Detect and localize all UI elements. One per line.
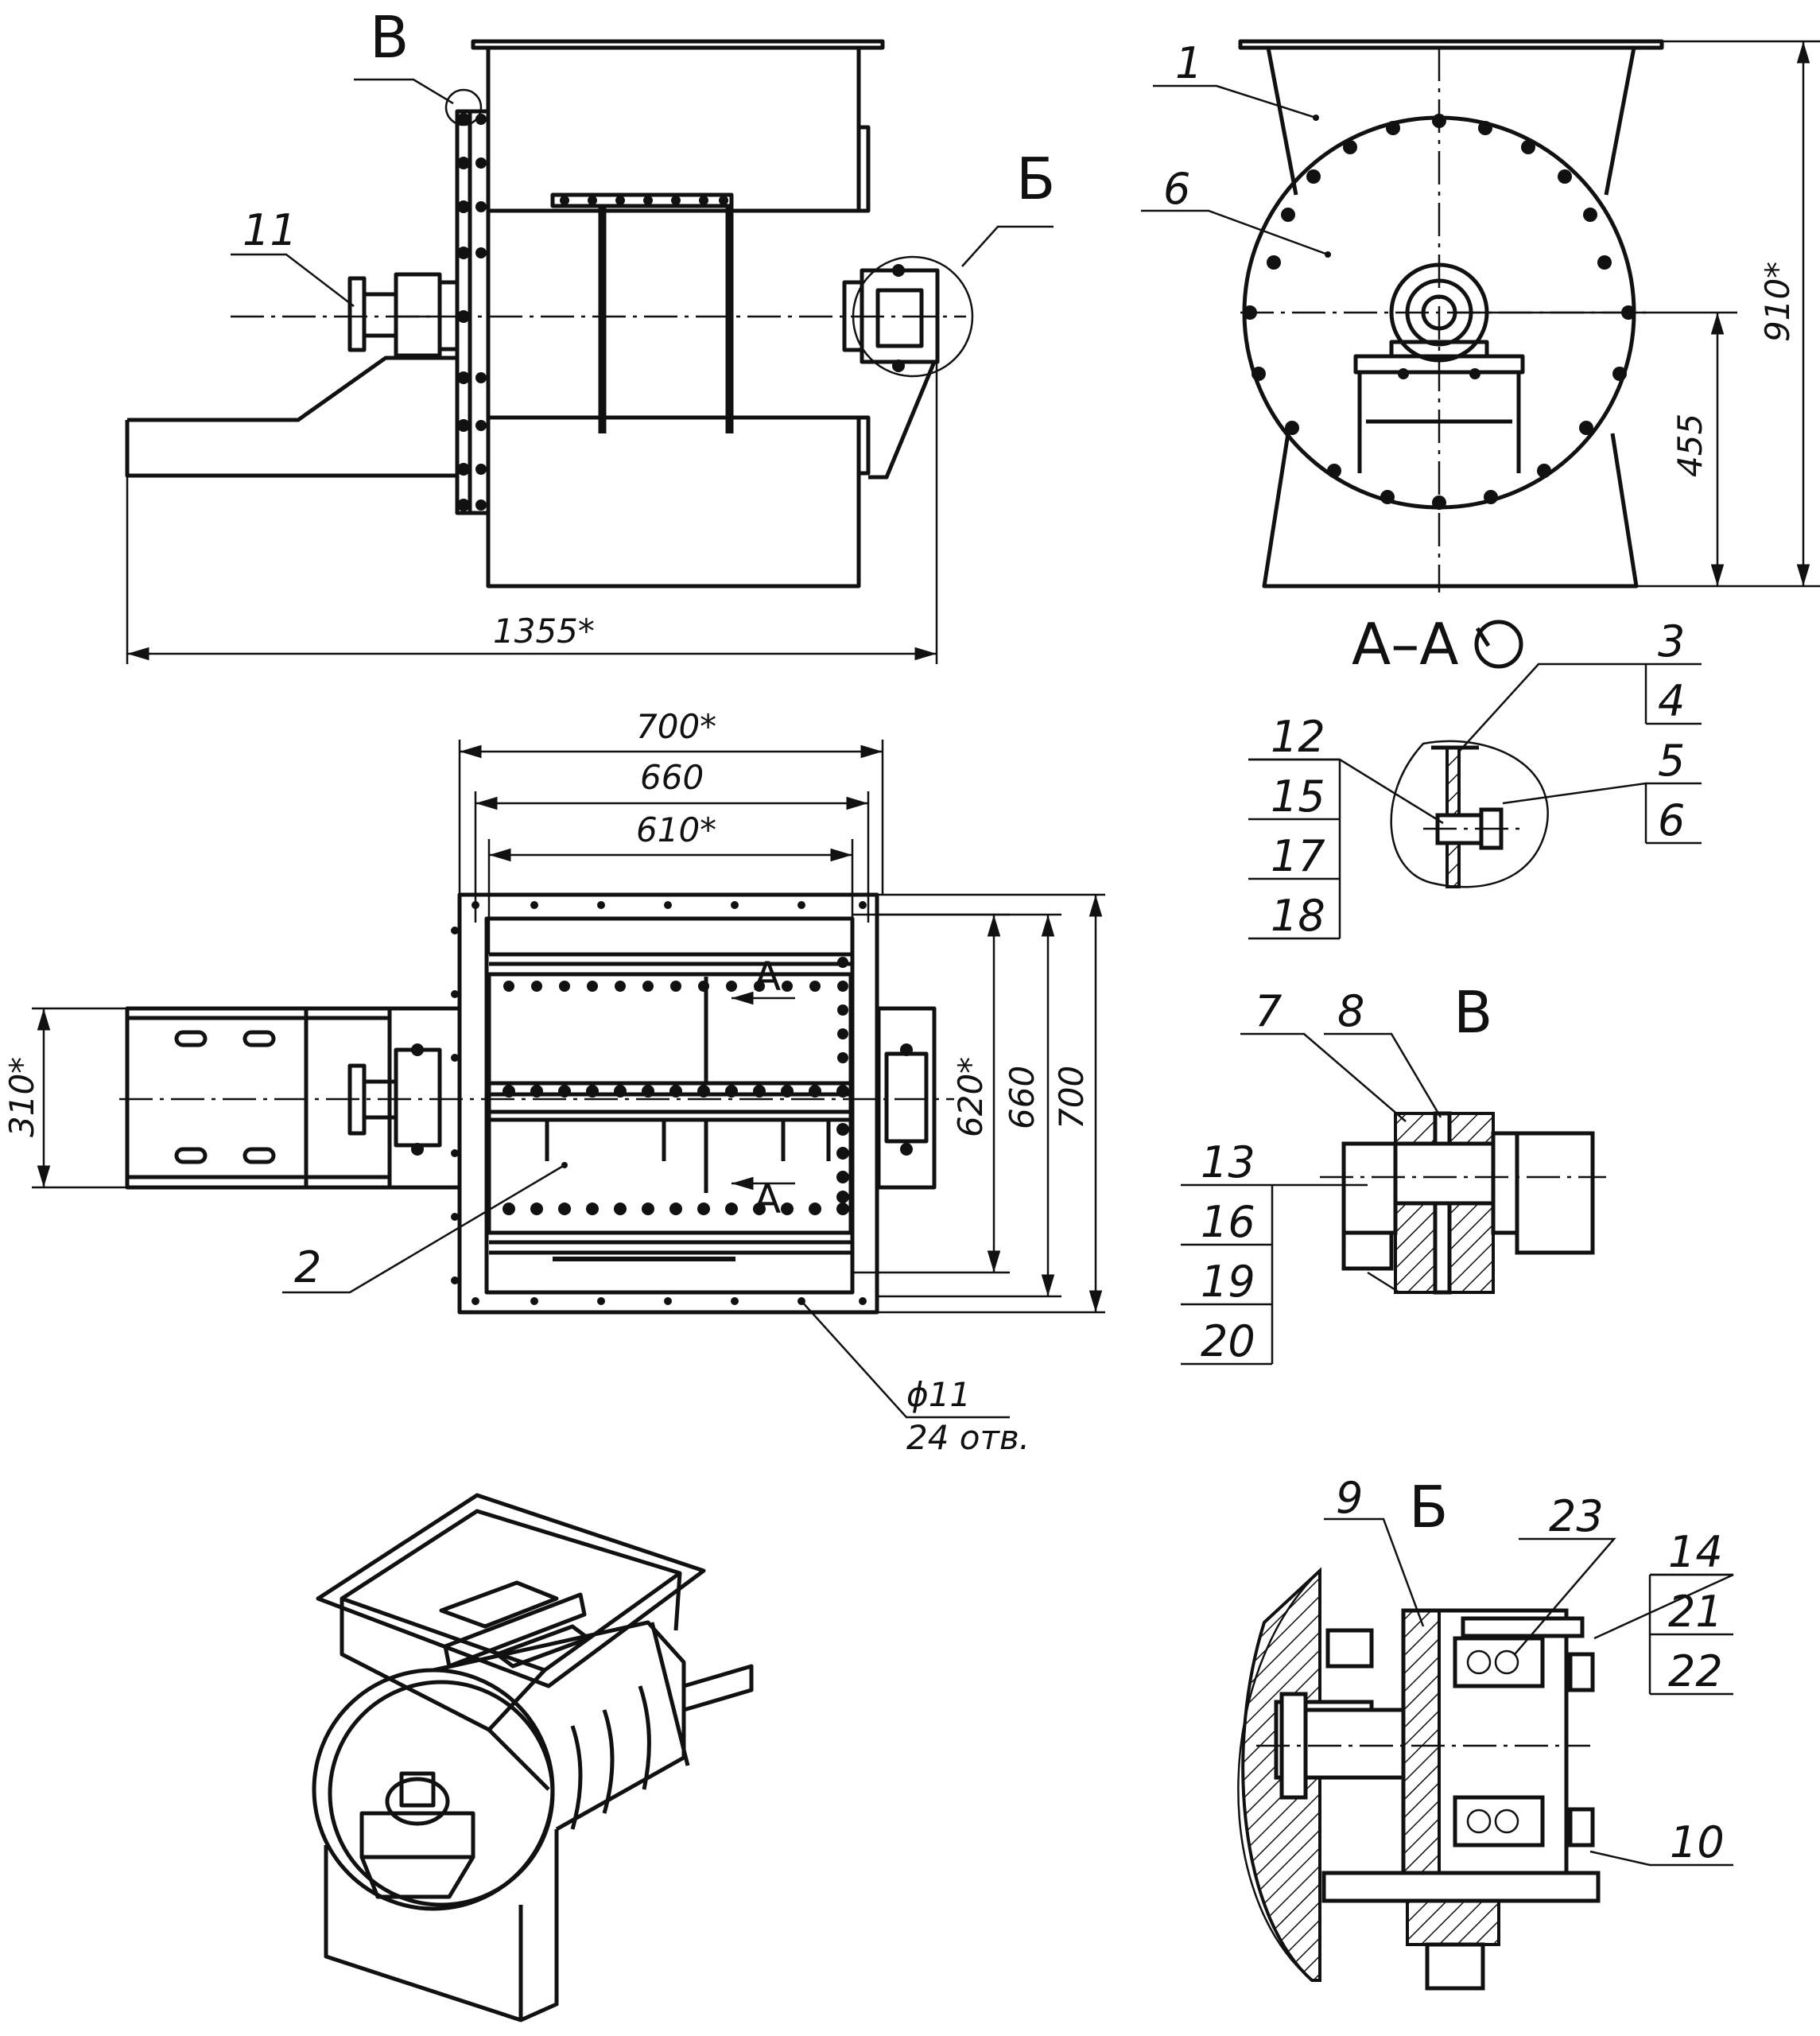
part-16-label: 16 [1201, 1197, 1255, 1247]
callout-bh-label: Б [1016, 146, 1055, 212]
hole-count-label: 24 отв. [906, 1418, 1030, 1457]
dim-width-610: 610* [636, 810, 716, 849]
part-17-label: 17 [1271, 831, 1325, 881]
part-1-label: 1 [1175, 38, 1202, 88]
part-22-label: 22 [1668, 1646, 1723, 1696]
dim-depth-700: 700 [1052, 1066, 1091, 1129]
part-5-label: 5 [1658, 736, 1685, 786]
callout-b-label: B [370, 4, 409, 71]
part-14-label: 14 [1668, 1527, 1723, 1577]
part-12-label: 12 [1271, 712, 1325, 762]
part-9-label: 9 [1336, 1473, 1363, 1523]
dim-drive-frame-310: 310* [2, 1057, 41, 1137]
dim-overall-length: 1355* [493, 612, 595, 651]
part-2-label: 2 [294, 1242, 321, 1292]
part-4-label: 4 [1658, 676, 1685, 726]
top-view: А А 700* 660 610* [2, 707, 1105, 1457]
part-6-label-b: 6 [1658, 795, 1685, 845]
dim-height-total: 910* [1758, 262, 1797, 342]
hole-diameter-label: ϕ11 [906, 1375, 971, 1414]
dim-depth-620: 620* [951, 1057, 990, 1137]
part-18-label: 18 [1271, 891, 1325, 941]
detail-section-bolts: 3 4 5 6 12 15 17 18 [1248, 616, 1702, 941]
dim-height-axis: 455 [1671, 414, 1709, 477]
front-view: 1355* B Б 11 [125, 4, 1055, 664]
part-21-label: 21 [1668, 1587, 1723, 1637]
section-marker-a-bottom: А [754, 1176, 781, 1222]
part-19-label: 19 [1201, 1257, 1255, 1307]
part-13-label: 13 [1201, 1137, 1255, 1187]
detail-bh-view: Б 9 23 10 14 21 22 [1237, 1473, 1734, 1991]
detail-b-title: В [1453, 979, 1492, 1046]
part-8-label: 8 [1337, 986, 1364, 1036]
section-title: А–А [1352, 611, 1459, 678]
part-6-label-a: 6 [1163, 164, 1190, 214]
part-15-label: 15 [1271, 771, 1325, 822]
section-a-a-view: 1 6 910* 455 А–А [1141, 38, 1820, 678]
detail-b-view: В 7 8 13 16 19 20 [1181, 979, 1606, 1366]
part-7-label: 7 [1255, 986, 1282, 1036]
part-10-label: 10 [1670, 1817, 1725, 1867]
dim-width-700: 700* [636, 707, 716, 746]
section-marker-a-top: А [754, 954, 781, 1000]
dim-depth-660: 660 [1003, 1066, 1042, 1129]
isometric-view [312, 1493, 754, 2022]
part-3-label: 3 [1658, 616, 1685, 666]
dim-width-660: 660 [640, 758, 704, 797]
part-23-label: 23 [1549, 1491, 1604, 1541]
part-11-label: 11 [243, 205, 297, 255]
detail-bh-title: Б [1409, 1474, 1448, 1541]
part-20-label: 20 [1201, 1316, 1255, 1366]
